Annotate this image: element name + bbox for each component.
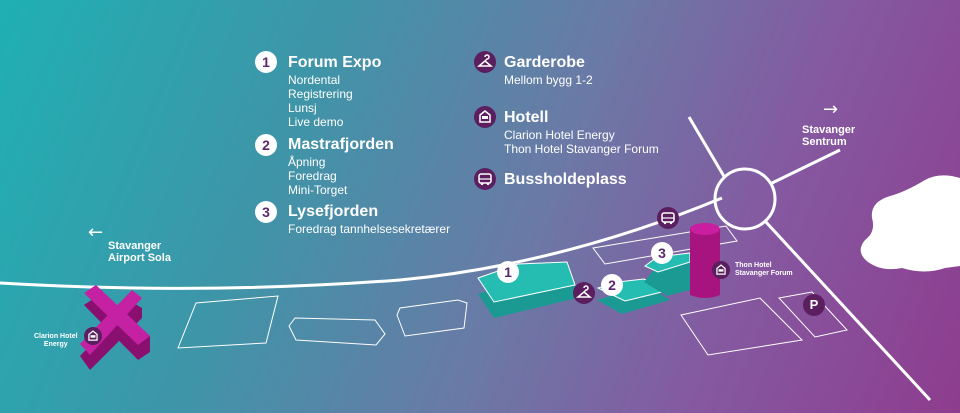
legend-title: Forum Expo [288,54,382,71]
roundabout [713,167,777,231]
label-clarion-hotel: Clarion Hotel Energy [34,333,78,349]
label-airport-sola: Stavanger Airport Sola [108,240,171,264]
label-line: Thon Hotel [735,262,772,269]
mastrafjorden-number: 2 [255,134,277,156]
building-outline-d [592,225,738,265]
legend-item: Foredrag [288,169,337,183]
legend-title: Garderobe [504,54,585,71]
hanger-icon [474,51,496,73]
building-number-1: 1 [497,261,519,283]
building-outline-c [396,299,468,337]
arrow-right-icon: → [823,99,838,120]
label-thon-hotel: Thon Hotel Stavanger Forum [735,262,793,278]
legend-item: Lunsj [288,101,317,115]
hotel-marker-icon [84,327,102,345]
bus-stop-marker-icon [657,207,679,229]
label-line: Clarion Hotel [34,333,78,340]
parking-area [680,297,804,356]
legend-item: Foredrag tannhelsesekretærer [288,222,451,236]
legend-garderobe: Garderobe Mellom bygg 1-2 [504,53,593,87]
legend-item: Mini-Torget [288,183,348,197]
label-line: Energy [43,341,68,348]
legend-mastrafjorden: Mastrafjorden Åpning Foredrag Mini-Torge… [288,135,394,197]
legend-title: Bussholdeplass [504,171,627,188]
arrow-left-icon: ← [88,222,103,243]
road-east [769,148,841,186]
legend-title: Mastrafjorden [288,136,394,153]
garderobe-marker-icon [573,282,595,304]
building-number-2: 2 [601,274,623,296]
legend-lysefjorden: Lysefjorden Foredrag tannhelsesekretærer [288,202,450,236]
hotel-marker-icon [712,261,730,279]
building-number-3: 3 [651,242,673,264]
lysefjorden-number: 3 [255,201,277,223]
forum-expo-number: 1 [255,51,277,73]
legend-item: Registrering [288,87,353,101]
legend-title: Lysefjorden [288,203,379,220]
parking-marker-icon: P [803,294,825,316]
road-north [687,116,727,179]
label-sentrum: Stavanger Sentrum [802,124,855,148]
legend-item: Nordental [288,73,341,87]
forum-expo-building [477,261,581,318]
legend-title: Hotell [504,109,549,126]
label-line: Stavanger Forum [735,270,793,277]
legend-item: Mellom bygg 1-2 [504,73,593,87]
legend-bussholdeplass: Bussholdeplass [504,170,627,190]
legend-item: Live demo [288,115,344,129]
label-line: Stavanger [108,240,162,252]
parking-lot [778,291,848,338]
bus-icon [474,168,496,190]
legend-hotell: Hotell Clarion Hotel Energy Thon Hotel S… [504,108,659,156]
label-line: Stavanger [802,124,856,136]
label-line: Sentrum [802,136,847,148]
building-outline-b [288,317,386,346]
water-area [860,175,960,272]
legend-item: Åpning [288,155,326,169]
hotel-icon [474,106,496,128]
road-south [763,219,932,402]
main-road [0,196,723,290]
legend-item: Clarion Hotel Energy [504,128,615,142]
label-line: Airport Sola [108,252,171,264]
building-outline-a [177,295,279,349]
legend-item: Thon Hotel Stavanger Forum [504,142,659,156]
legend-forum-expo: Forum Expo Nordental Registrering Lunsj … [288,53,381,129]
